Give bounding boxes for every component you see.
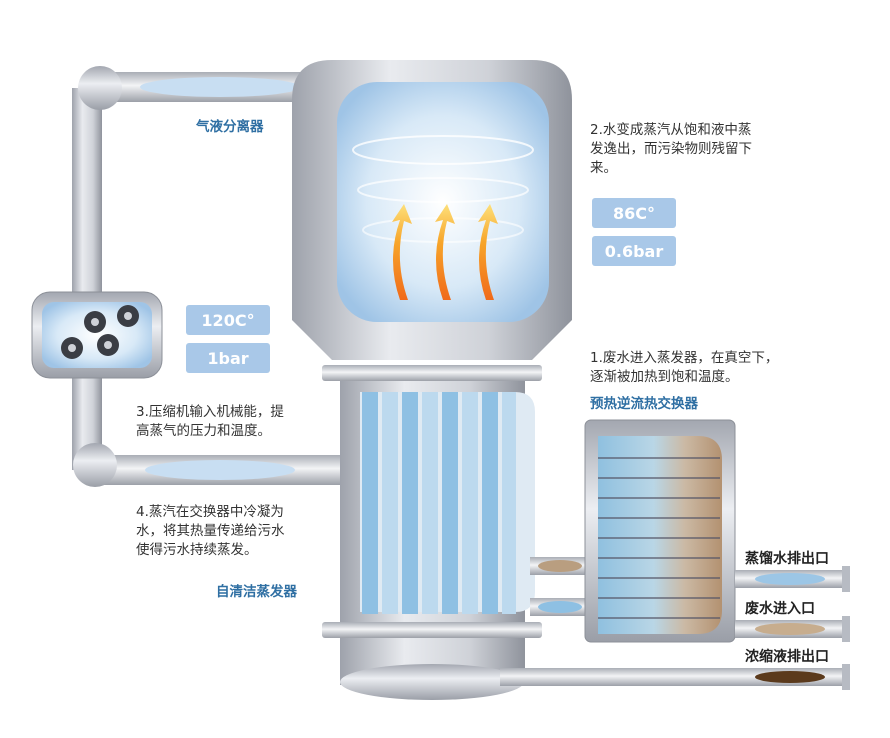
- outlet-pipes: [500, 566, 850, 690]
- vessel-temperature-badge: 86C°: [592, 198, 676, 228]
- step3-line2: 高蒸气的压力和温度。: [136, 423, 271, 439]
- vapor-pipe-loop: [72, 66, 350, 487]
- step3-line1: 3.压缩机输入机械能，提: [136, 404, 284, 420]
- step2-line2: 发逸出，而污染物则残留下: [590, 141, 752, 157]
- exchanger-connectors: [530, 557, 590, 616]
- lower-flange: [322, 622, 542, 638]
- compressor-pressure-badge: 1bar: [186, 343, 270, 373]
- upper-flange: [322, 365, 542, 381]
- preheater-label: 预热逆流热交换器: [590, 396, 698, 412]
- step1-line1: 1.废水进入蒸发器，在真空下，: [590, 350, 779, 366]
- step4-line3: 使得污水持续蒸发。: [136, 542, 258, 558]
- concentrate-outlet-label: 浓缩液排出口: [745, 649, 829, 665]
- step4-line1: 4.蒸汽在交换器中冷凝为: [136, 504, 284, 520]
- evaporator-bottom: [340, 664, 524, 700]
- step2-line1: 2.水变成蒸汽从饱和液中蒸: [590, 122, 752, 138]
- compressor: [31, 291, 163, 379]
- heat-arrows: [392, 204, 498, 300]
- separator-label: 气液分离器: [196, 119, 264, 135]
- evaporator-tube-bundle: [360, 392, 535, 614]
- preheat-exchanger: [584, 419, 736, 643]
- vessel-pressure-badge: 0.6bar: [592, 236, 676, 266]
- wastewater-inlet-label: 废水进入口: [745, 601, 815, 617]
- compressor-temperature-badge: 120C°: [186, 305, 270, 335]
- distillate-outlet-label: 蒸馏水排出口: [745, 551, 829, 567]
- step1-line2: 逐渐被加热到饱和温度。: [590, 369, 739, 385]
- step2-line3: 来。: [590, 160, 617, 176]
- step4-line2: 水，将其热量传递给污水: [136, 523, 285, 539]
- evaporator-label: 自清洁蒸发器: [216, 584, 297, 600]
